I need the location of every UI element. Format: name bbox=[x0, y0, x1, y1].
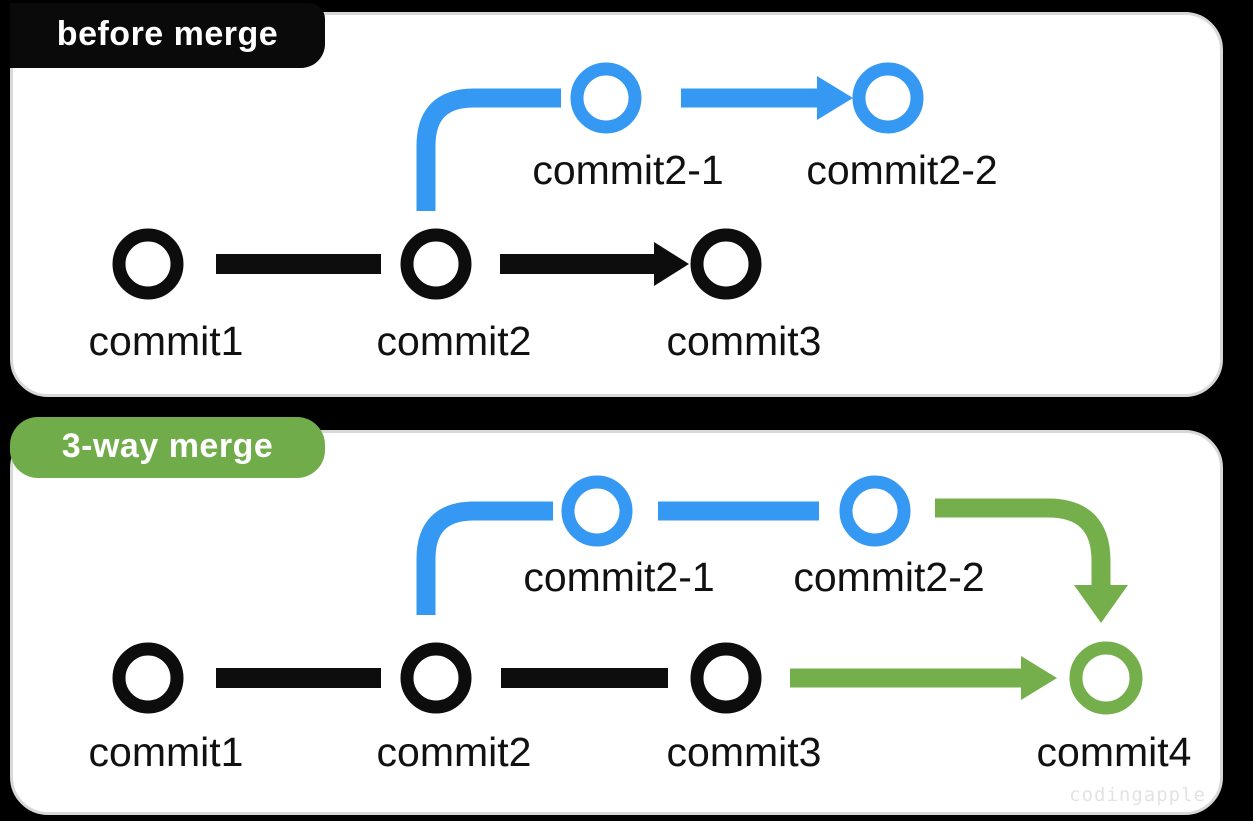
node-commit2 bbox=[400, 642, 472, 714]
node-commit2 bbox=[400, 228, 472, 300]
merge-curve-commit2-2-to-commit4 bbox=[935, 498, 1111, 587]
label-commit4: commit4 bbox=[1037, 729, 1192, 775]
three-way-merge-diagram: commit1 commit2 commit3 commit4 commit2-… bbox=[89, 475, 1192, 775]
branch-curve-commit2-to-commit2-1 bbox=[416, 501, 553, 615]
branch-curve-commit2-to-commit2-1 bbox=[416, 88, 561, 211]
node-commit1 bbox=[112, 642, 184, 714]
watermark: codingapple bbox=[1069, 784, 1206, 806]
three-way-merge-tab: 3-way merge bbox=[10, 417, 325, 478]
before-merge-diagram: commit1 commit2 commit3 commit2-1 commit… bbox=[89, 62, 998, 364]
label-commit1: commit1 bbox=[89, 318, 244, 364]
node-commit4 bbox=[1069, 641, 1143, 715]
label-commit3: commit3 bbox=[667, 729, 822, 775]
three-way-merge-title: 3-way merge bbox=[61, 427, 274, 465]
node-commit2-1 bbox=[570, 62, 642, 134]
label-commit2-2: commit2-2 bbox=[793, 554, 984, 600]
merge-arrowhead-down-commit4 bbox=[1074, 585, 1128, 623]
label-commit1: commit1 bbox=[89, 729, 244, 775]
main-arrowhead-commit3 bbox=[654, 242, 689, 286]
label-commit2-1: commit2-1 bbox=[532, 147, 723, 193]
node-commit3 bbox=[690, 228, 762, 300]
node-commit3 bbox=[690, 642, 762, 714]
node-commit1 bbox=[112, 228, 184, 300]
before-merge-panel: before merge commit1 commit2 commit3 com… bbox=[10, 3, 1223, 397]
three-way-merge-panel: 3-way merge commit1 commit2 bbox=[10, 417, 1223, 815]
label-commit2: commit2 bbox=[377, 729, 532, 775]
label-commit3: commit3 bbox=[667, 318, 822, 364]
merge-arrowhead-commit4 bbox=[1021, 656, 1057, 700]
label-commit2-2: commit2-2 bbox=[806, 147, 997, 193]
label-commit2-1: commit2-1 bbox=[523, 554, 714, 600]
node-commit2-2 bbox=[839, 475, 911, 547]
label-commit2: commit2 bbox=[377, 318, 532, 364]
before-merge-title: before merge bbox=[56, 15, 279, 53]
branch-arrowhead-commit2-2 bbox=[817, 76, 853, 120]
node-commit2-1 bbox=[561, 475, 633, 547]
before-merge-tab: before merge bbox=[10, 3, 325, 68]
node-commit2-2 bbox=[852, 62, 924, 134]
